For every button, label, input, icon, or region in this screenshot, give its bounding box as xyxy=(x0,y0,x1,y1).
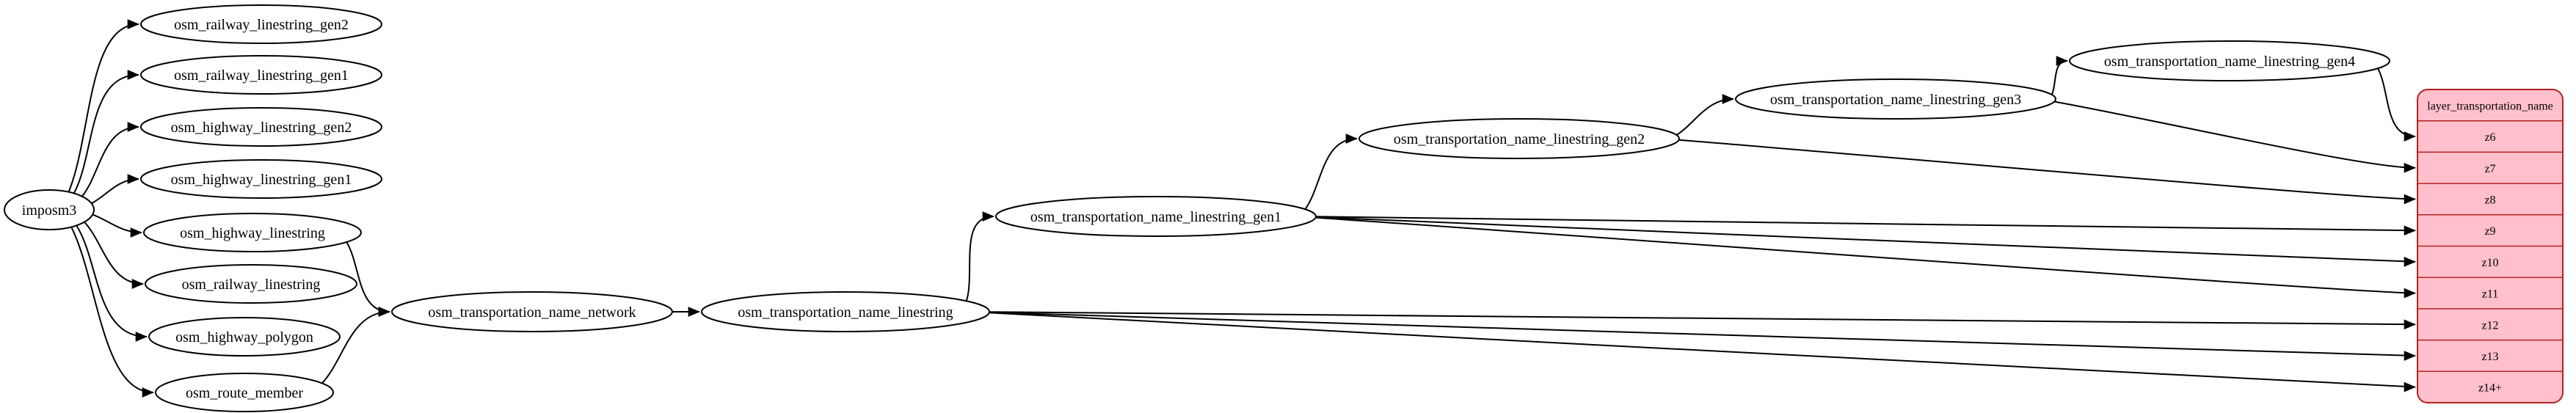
table-node-osm_transportation_name_linestring_gen4: osm_transportation_name_linestring_gen4 xyxy=(2069,40,2390,81)
node-label: osm_highway_linestring_gen1 xyxy=(171,172,352,188)
layer-table: layer_transportation_name z6 z7 z8 z9 z10 z11 z… xyxy=(2417,89,2564,403)
node-label: osm_transportation_name_linestring xyxy=(738,304,953,321)
node-ellipse xyxy=(145,264,357,304)
node-label: imposm3 xyxy=(22,202,76,219)
edge-imposm3-to-osm_highway_linestring xyxy=(92,213,142,238)
edge-imposm3-to-osm_railway_linestring_gen2 xyxy=(68,19,139,193)
edge-imposm3-to-osm_highway_linestring_gen2 xyxy=(81,122,139,197)
node-label: osm_transportation_name_linestring_gen3 xyxy=(1770,92,2021,108)
node-ellipse xyxy=(140,159,382,199)
node-ellipse xyxy=(140,55,382,95)
edge-osm_transportation_name_linestring_gen1-to-osm_transportation_name_linestring_gen2 xyxy=(1304,134,1358,210)
node-ellipse xyxy=(701,291,990,332)
edge-imposm3-to-osm_route_member xyxy=(70,227,154,398)
table-node-osm_route_member: osm_route_member xyxy=(155,373,334,412)
node-label: osm_highway_polygon xyxy=(175,329,313,346)
edge-imposm3-to-osm_highway_polygon xyxy=(76,224,148,342)
table-node-osm_transportation_name_linestring: osm_transportation_name_linestring xyxy=(701,291,990,332)
node-ellipse xyxy=(1735,78,2056,120)
node-ellipse xyxy=(2069,40,2390,81)
node-label: osm_transportation_name_linestring_gen2 xyxy=(1394,131,1645,147)
node-ellipse xyxy=(391,291,673,332)
edge-osm_transportation_name_linestring_gen1-to-z10 xyxy=(1315,216,2416,267)
table-node-osm_highway_linestring: osm_highway_linestring xyxy=(143,213,362,252)
node-label: osm_route_member xyxy=(186,385,303,401)
node-ellipse xyxy=(4,189,95,230)
node-label: osm_transportation_name_linestring_gen1 xyxy=(1030,209,1281,225)
node-ellipse xyxy=(1358,118,1680,159)
edge-imposm3-to-osm_railway_linestring xyxy=(84,222,144,289)
table-node-osm_railway_linestring: osm_railway_linestring xyxy=(145,264,357,304)
table-node-osm_highway_linestring_gen1: osm_highway_linestring_gen1 xyxy=(140,159,382,199)
table-node-osm_railway_linestring_gen2: osm_railway_linestring_gen2 xyxy=(140,4,382,44)
edge-osm_transportation_name_linestring_gen3-to-osm_transportation_name_linestring_gen4 xyxy=(2051,56,2068,95)
zoom-row-z7: z7 xyxy=(2484,163,2495,175)
edge-osm_transportation_name_linestring-to-z12 xyxy=(989,311,2416,330)
edge-osm_transportation_name_linestring-to-z13 xyxy=(989,311,2416,361)
edge-osm_transportation_name_linestring_gen2-to-z8 xyxy=(1678,139,2416,205)
edge-osm_transportation_name_linestring_gen2-to-osm_transportation_name_linestring_gen3 xyxy=(1676,94,1734,136)
zoom-row-z6: z6 xyxy=(2484,131,2495,144)
zoom-row-z9: z9 xyxy=(2484,225,2495,238)
table-node-osm_highway_polygon: osm_highway_polygon xyxy=(148,317,341,357)
table-node-osm_transportation_name_linestring_gen2: osm_transportation_name_linestring_gen2 xyxy=(1358,118,1680,159)
table-node-osm_transportation_name_linestring_gen3: osm_transportation_name_linestring_gen3 xyxy=(1735,78,2056,120)
edge-osm_highway_linestring-to-osm_transportation_name_network xyxy=(346,241,390,317)
table-node-osm_transportation_name_network: osm_transportation_name_network xyxy=(391,291,673,332)
zoom-row-z8: z8 xyxy=(2484,194,2495,206)
edge-osm_transportation_name_linestring_gen1-to-z9 xyxy=(1315,216,2416,236)
edge-osm_transportation_name_linestring_gen3-to-z7 xyxy=(2053,100,2416,173)
table-node-imposm3: imposm3 xyxy=(4,189,95,230)
table-node-osm_railway_linestring_gen1: osm_railway_linestring_gen1 xyxy=(140,55,382,95)
table-node-osm_transportation_name_linestring_gen1: osm_transportation_name_linestring_gen1 xyxy=(995,196,1317,237)
edge-imposm3-to-osm_highway_linestring_gen1 xyxy=(91,174,139,205)
table-node-osm_highway_linestring_gen2: osm_highway_linestring_gen2 xyxy=(140,107,382,147)
node-ellipse xyxy=(143,213,362,252)
node-label: osm_transportation_name_linestring_gen4 xyxy=(2104,54,2355,70)
node-label: osm_highway_linestring xyxy=(180,225,325,241)
node-label: osm_railway_linestring_gen1 xyxy=(174,67,349,84)
layer-table-title: layer_transportation_name xyxy=(2427,100,2553,112)
edge-osm_transportation_name_linestring_gen4-to-z6 xyxy=(2377,67,2416,142)
edge-osm_transportation_name_linestring-to-osm_transportation_name_linestring_gen1 xyxy=(965,211,994,301)
node-label: osm_highway_linestring_gen2 xyxy=(171,120,352,136)
node-ellipse xyxy=(995,196,1317,237)
zoom-row-z13: z13 xyxy=(2481,351,2498,363)
zoom-row-z14+: z14+ xyxy=(2478,382,2502,395)
edge-osm_route_member-to-osm_transportation_name_network xyxy=(321,307,390,384)
zoom-row-z12: z12 xyxy=(2481,319,2498,332)
zoom-row-z10: z10 xyxy=(2481,257,2498,269)
node-label: osm_transportation_name_network xyxy=(428,304,636,321)
node-ellipse xyxy=(148,317,341,357)
node-label: osm_railway_linestring xyxy=(182,277,321,293)
node-ellipse xyxy=(140,4,382,44)
node-ellipse xyxy=(155,373,334,412)
zoom-row-z11: z11 xyxy=(2482,288,2499,301)
edge-osm_transportation_name_linestring_gen1-to-z11 xyxy=(1315,216,2416,299)
node-label: osm_railway_linestring_gen2 xyxy=(174,17,349,33)
node-ellipse xyxy=(140,107,382,147)
edge-imposm3-to-osm_railway_linestring_gen1 xyxy=(73,70,139,194)
